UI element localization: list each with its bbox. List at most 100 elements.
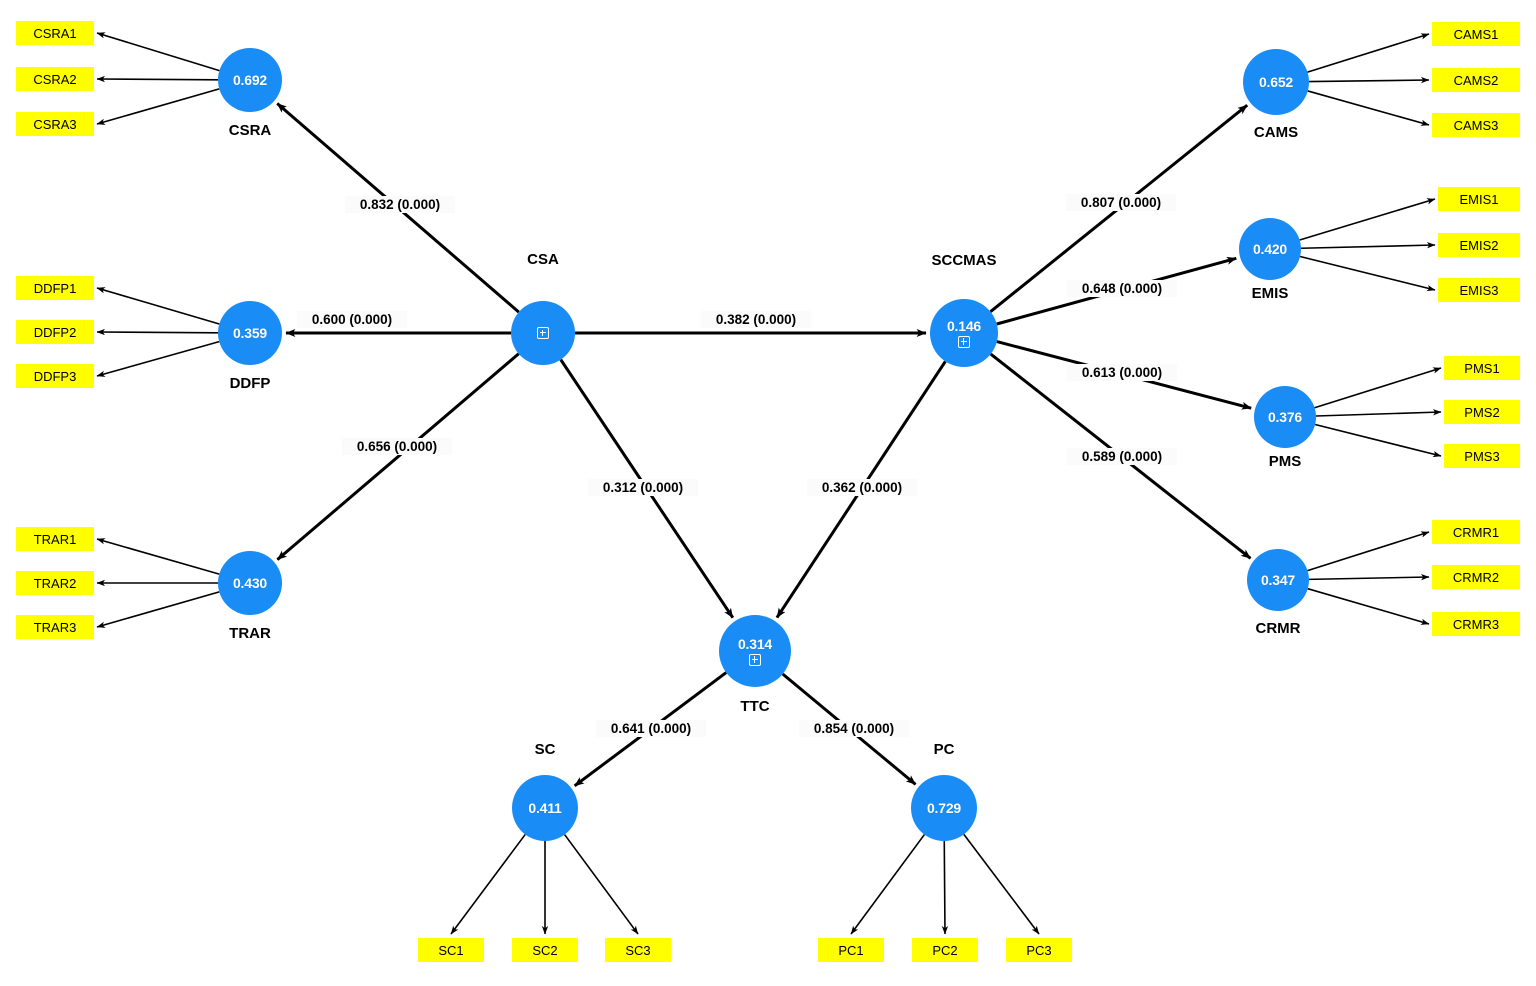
measurement-path-pms-pms3 bbox=[1314, 423, 1442, 458]
path-coefficient-csa-ddfp[interactable]: 0.600 (0.000) bbox=[297, 311, 407, 328]
measurement-path-crmr-crmr2 bbox=[1308, 573, 1430, 581]
indicator-box-pc1[interactable]: PC1 bbox=[818, 938, 884, 962]
measurement-path-csra-csra1 bbox=[96, 32, 220, 72]
construct-node-pc[interactable]: 0.729 bbox=[911, 775, 977, 841]
measurement-path-ddfp-ddfp2 bbox=[96, 328, 219, 336]
measurement-path-ddfp-ddfp3 bbox=[96, 340, 220, 377]
indicator-box-sc2[interactable]: SC2 bbox=[512, 938, 578, 962]
path-coefficient-sccmas-emis[interactable]: 0.648 (0.000) bbox=[1067, 280, 1177, 297]
indicator-box-sc1[interactable]: SC1 bbox=[418, 938, 484, 962]
indicator-box-emis1[interactable]: EMIS1 bbox=[1438, 187, 1520, 211]
construct-r2-value: 0.692 bbox=[232, 72, 268, 88]
construct-r2-value: 0.729 bbox=[926, 800, 962, 816]
construct-node-csa[interactable] bbox=[511, 301, 575, 365]
indicator-box-csra2[interactable]: CSRA2 bbox=[16, 67, 94, 91]
construct-node-sccmas[interactable]: 0.146 bbox=[930, 299, 998, 367]
measurement-path-pc-pc3 bbox=[963, 833, 1040, 935]
indicator-box-pms1[interactable]: PMS1 bbox=[1444, 356, 1520, 380]
measurement-path-crmr-crmr1 bbox=[1307, 531, 1430, 572]
measurement-path-emis-emis2 bbox=[1300, 241, 1436, 250]
measurement-path-crmr-crmr3 bbox=[1307, 587, 1430, 625]
construct-label-csa: CSA bbox=[527, 251, 559, 268]
construct-node-trar[interactable]: 0.430 bbox=[218, 551, 282, 615]
indicator-box-trar1[interactable]: TRAR1 bbox=[16, 527, 94, 551]
construct-node-ttc[interactable]: 0.314 bbox=[719, 615, 791, 687]
measurement-path-sc-sc1 bbox=[450, 833, 526, 935]
measurement-path-pms-pms1 bbox=[1314, 367, 1442, 409]
expand-plus-icon[interactable] bbox=[749, 653, 761, 666]
indicator-box-trar2[interactable]: TRAR2 bbox=[16, 571, 94, 595]
path-coefficient-ttc-pc[interactable]: 0.854 (0.000) bbox=[799, 720, 909, 737]
construct-label-pms: PMS bbox=[1268, 453, 1302, 470]
measurement-path-csra-csra3 bbox=[96, 88, 220, 125]
construct-node-cams[interactable]: 0.652 bbox=[1243, 49, 1309, 115]
path-coefficient-sccmas-pms[interactable]: 0.613 (0.000) bbox=[1067, 364, 1177, 381]
measurement-path-pc-pc1 bbox=[850, 834, 926, 935]
construct-label-sc: SC bbox=[534, 741, 556, 758]
construct-label-emis: EMIS bbox=[1251, 285, 1289, 302]
construct-label-ttc: TTC bbox=[740, 698, 770, 715]
path-coefficient-csa-ttc[interactable]: 0.312 (0.000) bbox=[588, 479, 698, 496]
indicator-box-crmr1[interactable]: CRMR1 bbox=[1432, 520, 1520, 544]
indicator-box-cams2[interactable]: CAMS2 bbox=[1432, 68, 1520, 92]
indicator-box-trar3[interactable]: TRAR3 bbox=[16, 615, 94, 639]
indicator-box-cams1[interactable]: CAMS1 bbox=[1432, 22, 1520, 46]
construct-label-pc: PC bbox=[933, 741, 955, 758]
indicator-box-pms3[interactable]: PMS3 bbox=[1444, 444, 1520, 468]
path-coefficient-sccmas-ttc[interactable]: 0.362 (0.000) bbox=[807, 479, 917, 496]
measurement-paths bbox=[96, 32, 1442, 935]
path-coefficient-ttc-sc[interactable]: 0.641 (0.000) bbox=[596, 720, 706, 737]
measurement-path-cams-cams1 bbox=[1307, 33, 1430, 73]
construct-r2-value: 0.411 bbox=[528, 800, 562, 816]
construct-node-emis[interactable]: 0.420 bbox=[1239, 218, 1301, 280]
indicator-box-sc3[interactable]: SC3 bbox=[605, 938, 671, 962]
indicator-box-ddfp1[interactable]: DDFP1 bbox=[16, 276, 94, 300]
construct-node-sc[interactable]: 0.411 bbox=[512, 775, 578, 841]
construct-node-csra[interactable]: 0.692 bbox=[218, 48, 282, 112]
path-coefficient-csa-sccmas[interactable]: 0.382 (0.000) bbox=[701, 311, 811, 328]
construct-label-csra: CSRA bbox=[228, 122, 272, 139]
indicator-box-crmr3[interactable]: CRMR3 bbox=[1432, 612, 1520, 636]
construct-node-ddfp[interactable]: 0.359 bbox=[218, 301, 282, 365]
measurement-path-csra-csra2 bbox=[96, 75, 219, 83]
indicator-box-csra3[interactable]: CSRA3 bbox=[16, 112, 94, 136]
construct-r2-value: 0.146 bbox=[946, 317, 982, 334]
construct-label-cams: CAMS bbox=[1253, 124, 1299, 141]
indicator-box-ddfp3[interactable]: DDFP3 bbox=[16, 364, 94, 388]
indicator-box-cams3[interactable]: CAMS3 bbox=[1432, 113, 1520, 137]
indicator-box-crmr2[interactable]: CRMR2 bbox=[1432, 565, 1520, 589]
indicator-box-pc3[interactable]: PC3 bbox=[1006, 938, 1072, 962]
expand-plus-icon[interactable] bbox=[537, 327, 549, 339]
construct-r2-value: 0.347 bbox=[1260, 572, 1296, 588]
construct-r2-value: 0.420 bbox=[1252, 241, 1288, 257]
path-coefficient-sccmas-crmr[interactable]: 0.589 (0.000) bbox=[1067, 448, 1177, 465]
measurement-path-cams-cams3 bbox=[1307, 90, 1430, 126]
indicator-box-emis3[interactable]: EMIS3 bbox=[1438, 278, 1520, 302]
measurement-path-sc-sc3 bbox=[563, 834, 639, 935]
path-coefficient-sccmas-cams[interactable]: 0.807 (0.000) bbox=[1066, 194, 1176, 211]
construct-r2-value: 0.314 bbox=[737, 635, 773, 652]
construct-r2-value: 0.376 bbox=[1267, 409, 1303, 425]
indicator-box-pms2[interactable]: PMS2 bbox=[1444, 400, 1520, 424]
measurement-path-ddfp-ddfp1 bbox=[96, 287, 220, 325]
indicator-box-pc2[interactable]: PC2 bbox=[912, 938, 978, 962]
measurement-path-trar-trar1 bbox=[96, 538, 220, 575]
indicator-box-csra1[interactable]: CSRA1 bbox=[16, 21, 94, 45]
measurement-path-cams-cams2 bbox=[1308, 76, 1430, 84]
construct-node-pms[interactable]: 0.376 bbox=[1254, 386, 1316, 448]
path-coefficient-csa-csra[interactable]: 0.832 (0.000) bbox=[345, 196, 455, 213]
measurement-path-pms-pms2 bbox=[1315, 409, 1442, 417]
construct-node-crmr[interactable]: 0.347 bbox=[1247, 549, 1309, 611]
path-coefficient-csa-trar[interactable]: 0.656 (0.000) bbox=[342, 438, 452, 455]
construct-label-crmr: CRMR bbox=[1255, 620, 1301, 637]
indicator-box-ddfp2[interactable]: DDFP2 bbox=[16, 320, 94, 344]
measurement-path-pc-pc2 bbox=[941, 840, 949, 935]
construct-r2-value: 0.652 bbox=[1258, 74, 1294, 90]
construct-label-trar: TRAR bbox=[229, 625, 271, 642]
construct-r2-value: 0.359 bbox=[232, 325, 268, 341]
expand-plus-icon[interactable] bbox=[958, 335, 970, 348]
indicator-box-emis2[interactable]: EMIS2 bbox=[1438, 233, 1520, 257]
measurement-path-emis-emis1 bbox=[1299, 198, 1436, 241]
